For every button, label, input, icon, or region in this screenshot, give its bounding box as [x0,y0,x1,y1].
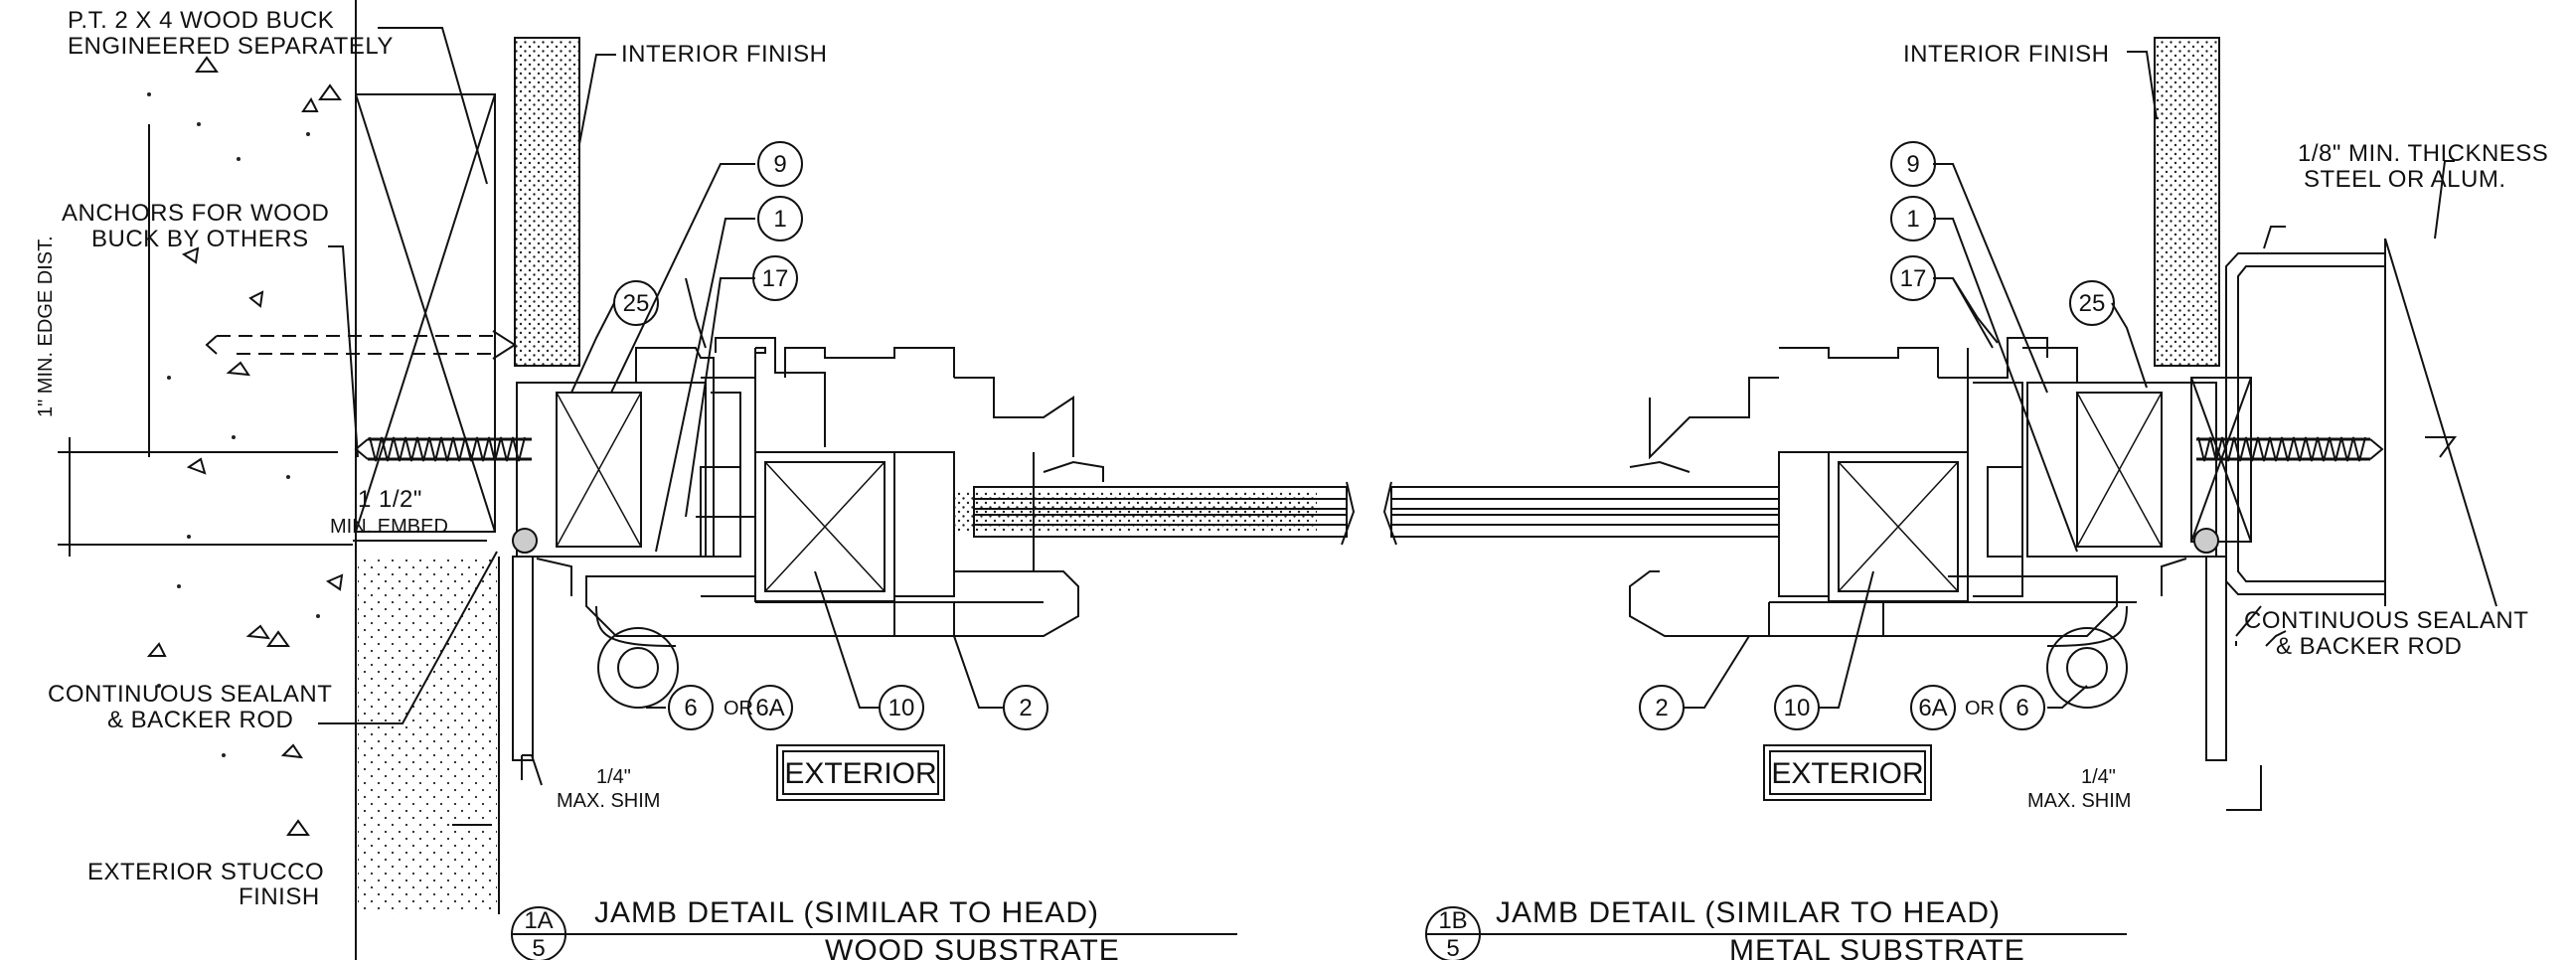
callout-17: 17 [762,265,789,292]
embed-label-line2: MIN. EMBED [330,516,448,538]
callout-17-right: 17 [1900,265,1927,292]
window-frame-profile [516,337,1079,709]
labels-right: INTERIOR FINISH 1/8" MIN. THICKNESS STEE… [1903,41,2548,812]
anchor-screw-right [2196,436,2384,462]
callout-25-right: 25 [2079,290,2106,317]
shim-and-sealant [512,528,572,761]
callout-1: 1 [773,206,786,233]
edge-distance-dimension [58,124,353,557]
callouts-right: 9 1 17 25 2 10 6A OR 6 [1639,141,2115,730]
callout-6a-right: 6A [1918,695,1947,721]
interior-finish-right [2154,37,2220,367]
title-block-1a: 1A 5 JAMB DETAIL (SIMILAR TO HEAD) WOOD … [511,896,1237,960]
detail-subtitle: WOOD SUBSTRATE [825,934,1120,960]
glass-panel [954,460,1356,546]
steel-label-line1: 1/8" MIN. THICKNESS [2298,140,2548,167]
window-frame-profile-right [1629,337,2217,709]
callout-2-right: 2 [1655,695,1668,721]
detail-1b-metal-substrate: 9 1 17 25 2 10 6A OR 6 INTERIOR FINISH 1… [1382,37,2548,960]
concrete-wall [146,0,500,960]
callouts-left: 9 1 17 25 6 6A OR 10 2 [613,141,1048,730]
exterior-box-right: EXTERIOR [1763,744,1932,801]
callout-10-right: 10 [1784,695,1811,721]
callout-or-right: OR [1965,698,1995,720]
callout-or: OR [724,698,753,720]
callout-6-right: 6 [2015,695,2028,721]
detail-code-bottom: 5 [532,935,545,960]
shim-label-line1: 1/4" [596,766,631,788]
embed-label-line1: 1 1/2" [358,486,422,513]
stucco-label-line1: EXTERIOR STUCCO [87,859,324,885]
shim-label-line2: MAX. SHIM [557,790,660,812]
sealant-label-right-line1: CONTINUOUS SEALANT [2244,607,2528,634]
callout-25: 25 [623,290,650,317]
detail-code-top-right: 1B [1438,907,1467,934]
exterior-box-left: EXTERIOR [776,744,945,801]
shim-label-right-line2: MAX. SHIM [2027,790,2131,812]
detail-code-bottom-right: 5 [1446,935,1459,960]
labels-left: P.T. 2 X 4 WOOD BUCK ENGINEERED SEPARATE… [35,7,828,910]
wood-buck [355,93,496,533]
exterior-label-right: EXTERIOR [1771,757,1923,790]
leader-lines-right [1685,51,2455,811]
callout-9: 9 [773,151,786,178]
interior-finish-label-right: INTERIOR FINISH [1903,41,2110,68]
sealant-label-right-line2: & BACKER ROD [2276,633,2462,660]
shim-and-sealant-right [2161,528,2227,761]
interior-finish [514,37,580,367]
wood-buck-label-line1: P.T. 2 X 4 WOOD BUCK [68,7,334,34]
callout-6: 6 [684,695,697,721]
exterior-label: EXTERIOR [784,757,936,790]
callout-1-right: 1 [1906,206,1919,233]
callout-10: 10 [888,695,915,721]
detail-title: JAMB DETAIL (SIMILAR TO HEAD) [594,896,1099,929]
detail-subtitle-right: METAL SUBSTRATE [1729,934,2025,960]
title-block-1b: 1B 5 JAMB DETAIL (SIMILAR TO HEAD) METAL… [1425,896,2127,960]
glass-panel-right [1382,460,1780,546]
anchor-screw [354,436,532,462]
interior-finish-label: INTERIOR FINISH [621,41,828,68]
anchors-label-line1: ANCHORS FOR WOOD [62,200,329,227]
detail-code-top: 1A [524,907,553,934]
callout-6a: 6A [755,695,784,721]
callout-2: 2 [1019,695,1032,721]
callout-9-right: 9 [1906,151,1919,178]
leader-lines [318,27,1004,826]
wood-anchor [205,330,517,360]
wood-buck-label-line2: ENGINEERED SEPARATELY [68,33,394,60]
sealant-label-line1: CONTINUOUS SEALANT [48,681,332,708]
stucco-label-line2: FINISH [239,883,320,910]
anchors-label-line2: BUCK BY OTHERS [91,226,309,252]
detail-title-right: JAMB DETAIL (SIMILAR TO HEAD) [1496,896,2001,929]
shim-label-right-line1: 1/4" [2081,766,2116,788]
detail-1a-wood-substrate: 9 1 17 25 6 6A OR 10 2 P.T. 2 X 4 WOOD B… [35,0,1356,960]
edge-distance-label: 1" MIN. EDGE DIST. [35,236,57,417]
sealant-label-line2: & BACKER ROD [107,707,293,733]
metal-substrate-tube [2225,238,2497,607]
steel-label-line2: STEEL OR ALUM. [2304,166,2506,193]
